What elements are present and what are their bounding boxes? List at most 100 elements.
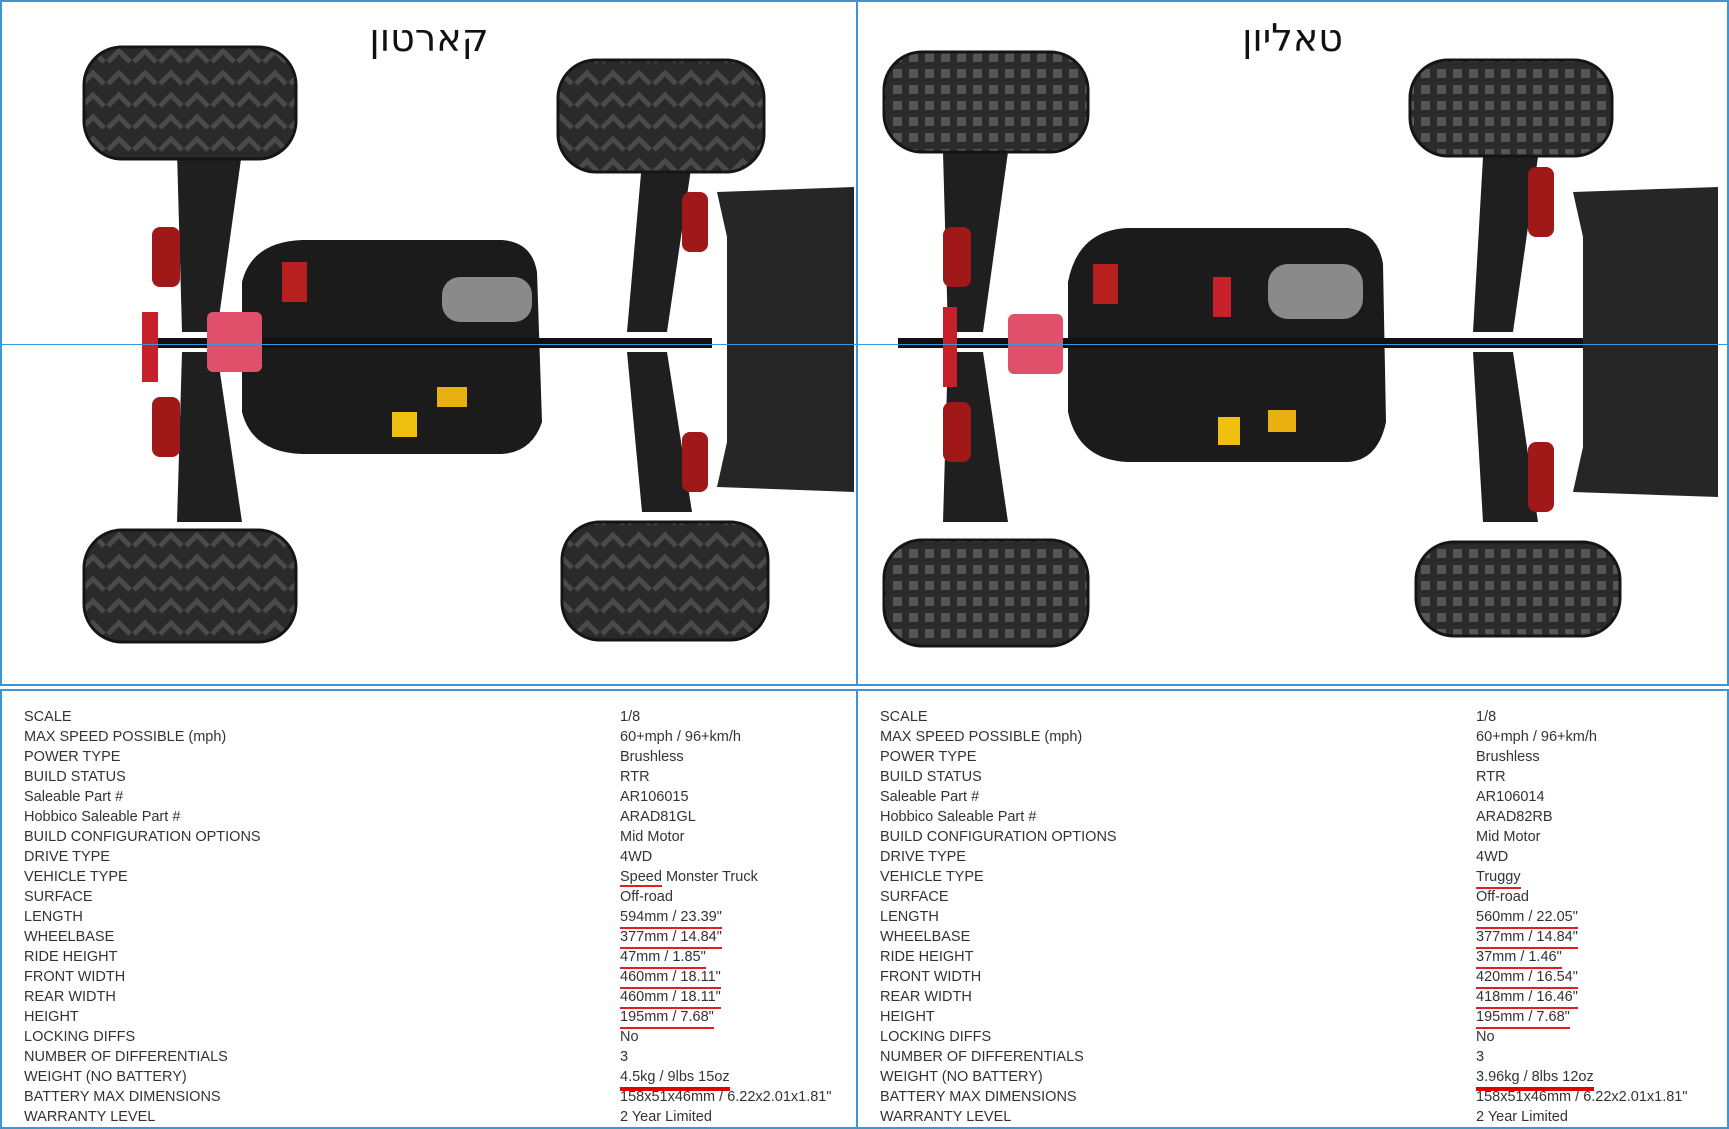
center-guide-line	[0, 344, 1729, 345]
spec-label: SURFACE	[24, 889, 93, 905]
spec-label: BUILD CONFIGURATION OPTIONS	[24, 829, 261, 845]
tire	[560, 520, 770, 642]
spec-label: LOCKING DIFFS	[880, 1029, 992, 1045]
spec-value: 377mm / 14.84"	[620, 927, 722, 949]
spec-value: AR106014	[1476, 789, 1545, 805]
spec-row: Saleable Part # AR106015	[24, 787, 846, 807]
left-car-body	[142, 152, 854, 522]
spec-value: Off-road	[1476, 889, 1529, 905]
spec-label: RIDE HEIGHT	[24, 949, 118, 965]
spec-label: MAX SPEED POSSIBLE (mph)	[24, 729, 227, 745]
spec-label: MAX SPEED POSSIBLE (mph)	[880, 729, 1083, 745]
spec-row: MAX SPEED POSSIBLE (mph)60+mph / 96+km/h	[880, 727, 1717, 747]
spec-label: Saleable Part #	[24, 789, 124, 805]
photo-panel-right: טאליון	[856, 0, 1729, 686]
spec-label: SCALE	[880, 709, 928, 725]
spec-label: POWER TYPE	[24, 749, 121, 765]
spec-row: WHEELBASE 377mm / 14.84"	[24, 927, 846, 949]
spec-value: Speed Monster Truck	[620, 867, 758, 887]
spec-label: WHEELBASE	[880, 929, 971, 945]
spec-label: FRONT WIDTH	[24, 969, 126, 985]
spec-value: 60+mph / 96+km/h	[620, 729, 741, 745]
spec-value: ARAD81GL	[620, 809, 696, 825]
car-top-view-right	[882, 50, 1718, 648]
spec-label: FRONT WIDTH	[880, 969, 982, 985]
spec-label: SCALE	[24, 709, 72, 725]
spec-label: LOCKING DIFFS	[24, 1029, 136, 1045]
spec-label: SURFACE	[880, 889, 949, 905]
spec-value: 195mm / 7.68"	[620, 1007, 714, 1029]
vehicle-title-left: קארטון	[369, 16, 489, 60]
spec-label: HEIGHT	[24, 1009, 79, 1025]
spec-value: 3	[1476, 1049, 1485, 1065]
spec-label: WHEELBASE	[24, 929, 115, 945]
spec-value: 3.96kg / 8lbs 12oz	[1476, 1067, 1594, 1091]
right-car-body	[898, 152, 1718, 522]
tire	[882, 50, 1090, 154]
spec-label: POWER TYPE	[880, 749, 977, 765]
spec-label: WEIGHT (NO BATTERY)	[24, 1069, 187, 1085]
spec-label: LENGTH	[24, 909, 83, 925]
tire	[882, 538, 1090, 648]
tire	[1414, 540, 1622, 638]
spec-value: 4WD	[1476, 849, 1509, 865]
spec-value: AR106015	[620, 789, 689, 805]
spec-label: DRIVE TYPE	[880, 849, 966, 865]
spec-value: 560mm / 22.05"	[1476, 907, 1578, 929]
spec-value: Brushless	[1476, 749, 1540, 765]
spec-value: 594mm / 23.39"	[620, 907, 722, 929]
spec-value: Truggy	[1476, 867, 1521, 889]
spec-value: RTR	[620, 769, 650, 785]
spec-row: FRONT WIDTH 460mm / 18.11"	[24, 967, 846, 989]
spec-label: REAR WIDTH	[880, 989, 972, 1005]
spec-row: Hobbico Saleable Part # ARAD81GL	[24, 807, 846, 827]
spec-label: NUMBER OF DIFFERENTIALS	[880, 1049, 1084, 1065]
spec-label: WARRANTY LEVEL	[880, 1109, 1012, 1125]
spec-value: 37mm / 1.46"	[1476, 947, 1562, 969]
spec-value: 420mm / 16.54"	[1476, 967, 1578, 989]
spec-label: Hobbico Saleable Part #	[24, 809, 181, 825]
spec-value: Mid Motor	[1476, 829, 1541, 845]
spec-value: 377mm / 14.84"	[1476, 927, 1578, 949]
spec-value: No	[620, 1029, 639, 1045]
spec-label: WARRANTY LEVEL	[24, 1109, 156, 1125]
spec-label: BATTERY MAX DIMENSIONS	[880, 1089, 1077, 1105]
spec-label: BATTERY MAX DIMENSIONS	[24, 1089, 221, 1105]
right-car-tires	[882, 50, 1622, 648]
spec-row: WEIGHT (NO BATTERY)4.5kg / 9lbs 15oz	[24, 1067, 846, 1091]
spec-value: 418mm / 16.46"	[1476, 987, 1578, 1009]
spec-row: BUILD CONFIGURATION OPTIONS Mid Motor	[24, 827, 846, 847]
spec-label: Saleable Part #	[880, 789, 980, 805]
spec-value: 1/8	[620, 709, 641, 725]
spec-row: FRONT WIDTH 420mm / 16.54"	[880, 967, 1717, 989]
spec-value: Brushless	[620, 749, 684, 765]
spec-row: POWER TYPE Brushless	[24, 747, 846, 767]
spec-label: VEHICLE TYPE	[24, 869, 128, 885]
spec-value: Off-road	[620, 889, 673, 905]
spec-row: SURFACE Off-road	[24, 887, 846, 907]
spec-row: Hobbico Saleable Part #ARAD82RB	[880, 807, 1717, 827]
spec-label: Hobbico Saleable Part #	[880, 809, 1037, 825]
spec-row: Saleable Part # AR106014	[880, 787, 1717, 807]
spec-label: RIDE HEIGHT	[880, 949, 974, 965]
tire	[1408, 58, 1614, 158]
spec-value: 460mm / 18.11"	[620, 967, 721, 989]
spec-value: Mid Motor	[620, 829, 685, 845]
spec-value: 3	[620, 1049, 629, 1065]
spec-row: DRIVE TYPE 4WD	[880, 847, 1717, 867]
vehicle-title-right: טאליון	[1242, 16, 1343, 60]
